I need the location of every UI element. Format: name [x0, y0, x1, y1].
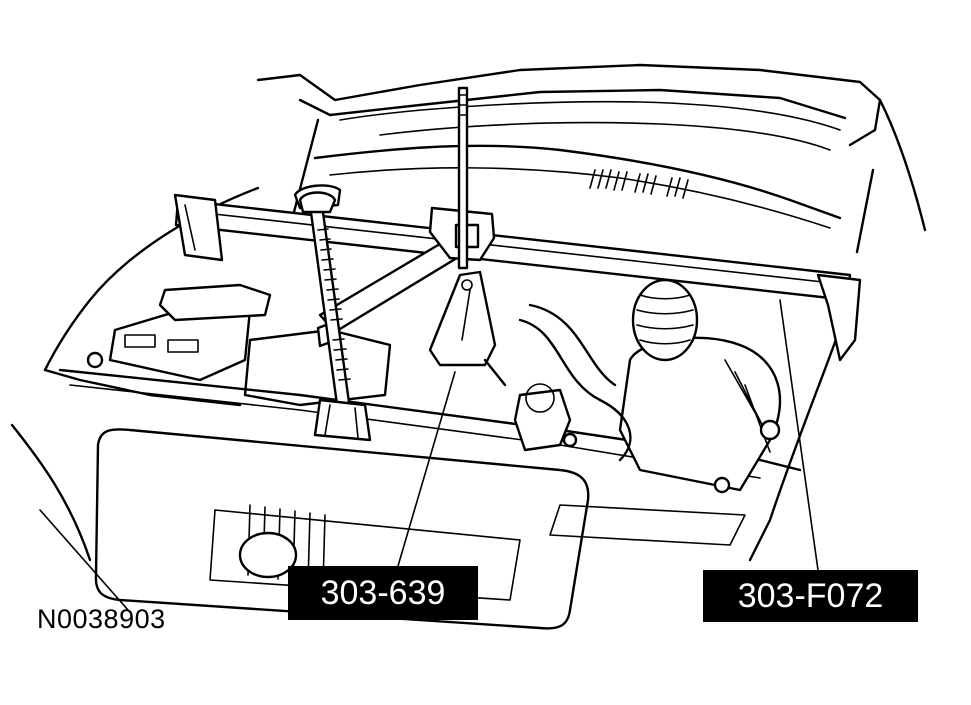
callout-tool-303-F072: 303-F072 [703, 570, 918, 622]
radiator-hose-2 [528, 303, 617, 387]
hood-panel-contour [339, 100, 841, 131]
lifting-plate [428, 270, 507, 387]
left-fender-lower [43, 368, 242, 407]
battery-terminal-2 [167, 339, 199, 353]
figure-id: N0038903 [37, 604, 166, 634]
grille-inner [209, 509, 521, 601]
cowl-line [329, 167, 831, 229]
emblem [238, 531, 298, 579]
left-support-leg [298, 191, 372, 442]
callout-tool-303-639: 303-639 [288, 566, 478, 620]
leader-303-F072 [779, 299, 819, 571]
leader-figure-id [39, 509, 129, 611]
hood-prop-right [855, 168, 875, 254]
grille-outline [94, 428, 590, 630]
thermostat-housing [513, 388, 572, 452]
hood-outline [256, 63, 882, 147]
thermostat-cap [525, 383, 555, 413]
center-threaded-rod [457, 86, 469, 270]
wiper-blade [313, 144, 842, 220]
battery-terminal-1 [124, 334, 156, 348]
right-fender [878, 98, 927, 232]
support-beam [173, 193, 862, 362]
hood-inner-edge [298, 88, 847, 120]
front-body-left [10, 423, 92, 562]
headlight-right [549, 504, 746, 546]
cowl-vent-grille [589, 169, 689, 199]
fuse-box [158, 283, 272, 322]
intake-duct-bellows [631, 278, 699, 362]
hood-panel-contour-2 [379, 121, 831, 151]
radiator-hose [518, 318, 632, 462]
fasteners [86, 351, 781, 494]
coolant-reservoir [243, 328, 392, 407]
leader-303-639 [397, 371, 456, 567]
